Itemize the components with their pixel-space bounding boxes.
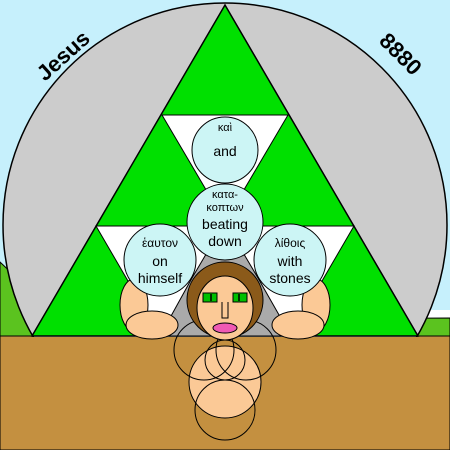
greek-and: καὶ [218,122,233,134]
greek-beating-down-2: κοπτων [206,202,244,214]
eye-left [202,292,218,303]
english-with-stones-1: with [277,253,303,269]
english-on-himself-2: himself [138,270,182,286]
nose [221,302,229,319]
lips [212,322,238,334]
english-on-himself-1: on [152,253,168,269]
trinity-knot [173,319,277,441]
bubble-with-stones: λίθοις with stones [253,223,327,297]
face [186,261,264,341]
face-skin [196,275,254,341]
eye-right [232,292,248,303]
english-with-stones-2: stones [269,270,310,286]
english-beating-down-2: down [208,233,241,249]
flower-chain [119,278,331,340]
greek-with-stones: λίθοις [275,236,306,250]
bubble-on-himself: ἑαυτον on himself [123,223,197,297]
bubble-and: καὶ and [191,116,259,184]
english-and: and [213,143,236,159]
greek-beating-down-1: κατα- [212,189,238,201]
greek-on-himself: ἑαυτον [142,236,178,250]
english-beating-down-1: beating [202,216,248,232]
bubble-beating-down: κατα- κοπτων beating down [186,183,264,261]
